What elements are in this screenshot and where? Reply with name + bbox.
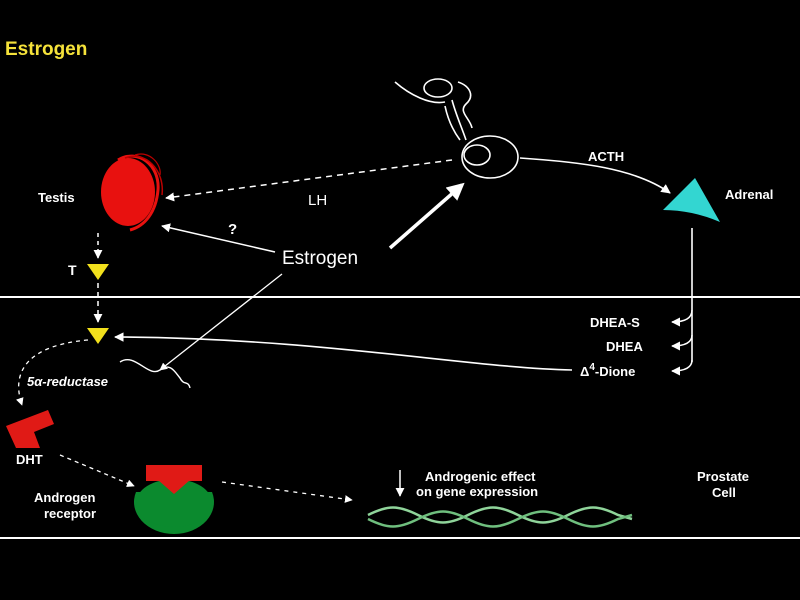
dna-helix-icon: [367, 506, 633, 528]
reductase-squiggle-icon: [119, 359, 191, 389]
dhea-arrow: [671, 334, 693, 351]
intracellular-t-triangle-icon: [87, 328, 109, 344]
dione-superscript: 4: [589, 362, 595, 373]
pituitary-icon: [394, 78, 519, 179]
t-to-dht-arrow: [16, 339, 89, 406]
prostate-cell-label-2: Cell: [712, 485, 736, 500]
adrenal-icon: [663, 178, 720, 222]
androgen-receptor-label-2: receptor: [44, 506, 96, 521]
acth-label: ACTH: [588, 149, 624, 164]
dione-arrow: [671, 359, 693, 376]
question-label: ?: [228, 221, 237, 238]
lh-arrow: [165, 159, 453, 202]
acth-arrow: [519, 157, 671, 194]
t-label: T: [68, 262, 77, 278]
estrogen-to-testis-arrow: [161, 223, 276, 253]
androgenic-effect-label-2: on gene expression: [416, 484, 538, 499]
five-alpha-reductase-label: 5α-reductase: [27, 374, 108, 389]
page-title: Estrogen: [5, 39, 87, 60]
estrogen-center-label: Estrogen: [282, 248, 358, 269]
adrenal-label: Adrenal: [725, 187, 773, 202]
prostate-cell-label-1: Prostate: [697, 469, 749, 484]
dione-delta: Δ: [580, 364, 589, 379]
androgen-receptor-icon: [134, 465, 215, 534]
dht-molecule-icon: [6, 410, 54, 448]
androgenic-effect-label-1: Androgenic effect: [425, 469, 536, 484]
dhea-label: DHEA: [606, 339, 643, 354]
dht-to-receptor-arrow: [59, 454, 135, 487]
dione-to-t-arrow: [114, 332, 573, 371]
receptor-to-dna-arrow: [221, 481, 353, 503]
testosterone-triangle-icon: [87, 264, 109, 280]
estrogen-to-pituitary-arrow: [388, 182, 465, 250]
estrogen-to-reductase-arrow: [159, 273, 283, 371]
dhea-s-label: DHEA-S: [590, 315, 640, 330]
testis-label: Testis: [38, 190, 75, 205]
lh-label: LH: [308, 192, 327, 209]
testis-icon: [101, 153, 163, 232]
dione-label: Δ4-Dione: [580, 362, 635, 379]
androgen-receptor-label-1: Androgen: [34, 490, 95, 505]
dione-text: -Dione: [595, 364, 635, 379]
dhea-s-arrow: [671, 309, 693, 327]
dht-label: DHT: [16, 452, 43, 467]
